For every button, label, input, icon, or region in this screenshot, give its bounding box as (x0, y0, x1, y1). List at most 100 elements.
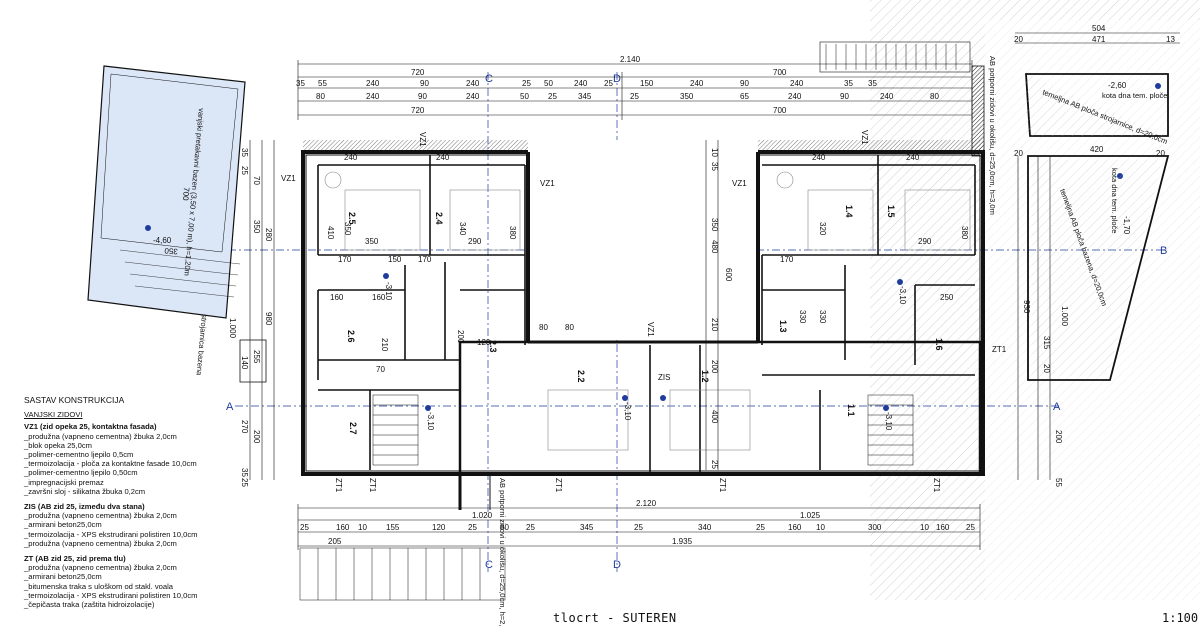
tag-vz1-1: VZ1 (281, 174, 296, 183)
room-dim-17: 320 (818, 222, 827, 236)
dim-bottom-row-3: 155 (386, 523, 400, 532)
room-1-5: 1.5 (886, 205, 896, 218)
dim-left-5: 1.000 (228, 318, 237, 339)
dim-row1-1: 55 (318, 79, 327, 88)
level-1: -3,10 (384, 282, 393, 301)
tag-zt1-1: ZT1 (992, 345, 1007, 354)
construction-legend: SASTAV KONSTRUKCIJA VANJSKI ZIDOVI VZ1 (… (24, 395, 264, 609)
dim-row2-10: 240 (788, 92, 802, 101)
dim-right-top: 504 (1092, 24, 1106, 33)
dim-row1-2: 240 (366, 79, 380, 88)
dim-row1-11: 90 (740, 79, 749, 88)
legend-item: _armirani beton25,0cm (24, 520, 102, 530)
tag-vz1-6: VZ1 (646, 322, 655, 337)
legend-item: _termoizolacija - XPS ekstrudirani polis… (24, 529, 198, 539)
basin-level: -2,60 (1108, 81, 1127, 90)
room-1-6: 1.6 (934, 338, 944, 351)
dim-row1-8: 25 (604, 79, 613, 88)
dim-mid-1: 35 (710, 162, 719, 171)
dim-left-2: 70 (252, 176, 261, 185)
dim-right-471: 471 (1092, 35, 1106, 44)
dim-top-left: 720 (411, 68, 425, 77)
dim-bottom-row-8: 345 (580, 523, 594, 532)
dim-row1-9: 150 (640, 79, 654, 88)
dim-bottom-b: 1.935 (672, 537, 693, 546)
dim-left-6: 980 (264, 312, 273, 326)
machine-room-basin (1025, 73, 1170, 381)
tag-zt1-6: ZT1 (334, 478, 343, 493)
dim-bottom-row-6: 80 (500, 523, 509, 532)
dim-bottom-left: 1.020 (472, 511, 493, 520)
dim-row2-4: 50 (520, 92, 529, 101)
room-dim-6: 170 (338, 255, 352, 264)
room-2-7: 2.7 (348, 422, 358, 435)
drawing-title: tlocrt - SUTEREN (553, 611, 677, 625)
dim-right-20b: 20 (1156, 149, 1165, 158)
room-dim-24: 240 (344, 153, 358, 162)
room-dim-26: 170 (780, 255, 794, 264)
dim-mid-2: 350 (710, 218, 719, 232)
pool-350: 350 (164, 246, 179, 256)
tag-zt1-3: ZT1 (554, 478, 563, 493)
legend-item: _polimer-cementno ljepilo 0,50cm (24, 468, 138, 478)
dimension-lines-right-top (1015, 32, 1180, 44)
dim-row2-13: 80 (930, 92, 939, 101)
room-dim-27: 250 (940, 293, 954, 302)
ab-wall-bottom-note: AB potporni zidovi u okolišu, d=25,0cm, … (498, 478, 507, 626)
dim-left-4: 280 (264, 228, 273, 242)
tag-zt1-5: ZT1 (932, 478, 941, 493)
dim-right-20a: 20 (1014, 149, 1023, 158)
tag-zis: ZIS (658, 373, 670, 382)
room-1-2: 1.2 (700, 370, 710, 383)
dim-left-1: 25 (240, 166, 249, 175)
tag-vz1-2: VZ1 (540, 179, 555, 188)
dim-row1-14: 35 (868, 79, 877, 88)
legend-item: _armirani beton25,0cm (24, 572, 102, 582)
outdoor-pool (87, 65, 246, 319)
tag-vz1-3: VZ1 (732, 179, 747, 188)
dim-row2-9: 65 (740, 92, 749, 101)
drawing-scale: 1:100 (1162, 611, 1199, 625)
dim-left-12: 25 (240, 478, 249, 487)
dim-row3-right: 700 (773, 106, 787, 115)
dim-left-7: 140 (240, 356, 249, 370)
dimension-lines-bottom (297, 504, 981, 550)
legend-item: _produžna (vapneno cementna) žbuka 2,0cm (24, 563, 177, 573)
legend-item: _termoizolacija - XPS ekstrudirani polis… (24, 590, 198, 600)
dim-left-0: 35 (240, 148, 249, 157)
dim-bottom-a: 205 (328, 537, 342, 546)
legend-item: _impregnacijski premaz (24, 477, 104, 487)
axis-label-b-right: B (1160, 245, 1167, 257)
legend-zis-heading: ZIS (AB zid 25, između dva stana) (24, 502, 145, 512)
room-dim-14: 70 (376, 365, 385, 374)
basin-kota-2: kota dna tem. ploče (1110, 168, 1119, 233)
pool-700: 700 (181, 187, 191, 202)
dim-mid-6: 200 (710, 360, 719, 374)
dim-top-total: 2.140 (620, 55, 641, 64)
room-dim-22: 240 (812, 153, 826, 162)
dimension-lines-left (249, 140, 275, 480)
dim-mid-3: 600 (724, 268, 733, 282)
dim-row1-4: 240 (466, 79, 480, 88)
room-dim-15: 200 (456, 330, 465, 344)
dim-bottom-row-15: 10 (920, 523, 929, 532)
dim-row1-13: 35 (844, 79, 853, 88)
dim-right-col-3: 200 (1054, 430, 1063, 444)
dim-row1-0: 35 (296, 79, 305, 88)
room-dim-23: 240 (906, 153, 920, 162)
legend-zis-list: _produžna (vapneno cementna) žbuka 2,0cm… (24, 511, 264, 548)
room-1-4: 1.4 (844, 205, 854, 218)
interior-walls-left-unit (317, 155, 526, 474)
legend-item: _produžna (vapneno cementna) žbuka 2,0cm (24, 511, 177, 521)
axis-label-d-top: D (613, 73, 621, 85)
dim-mid-4: 480 (710, 240, 719, 254)
room-dim-18: 380 (960, 226, 969, 240)
dim-row2-12: 240 (880, 92, 894, 101)
dim-bottom-row-16: 160 (936, 523, 950, 532)
dim-right-col-2: 315 (1042, 336, 1051, 350)
dimension-lines-mid (705, 140, 719, 470)
